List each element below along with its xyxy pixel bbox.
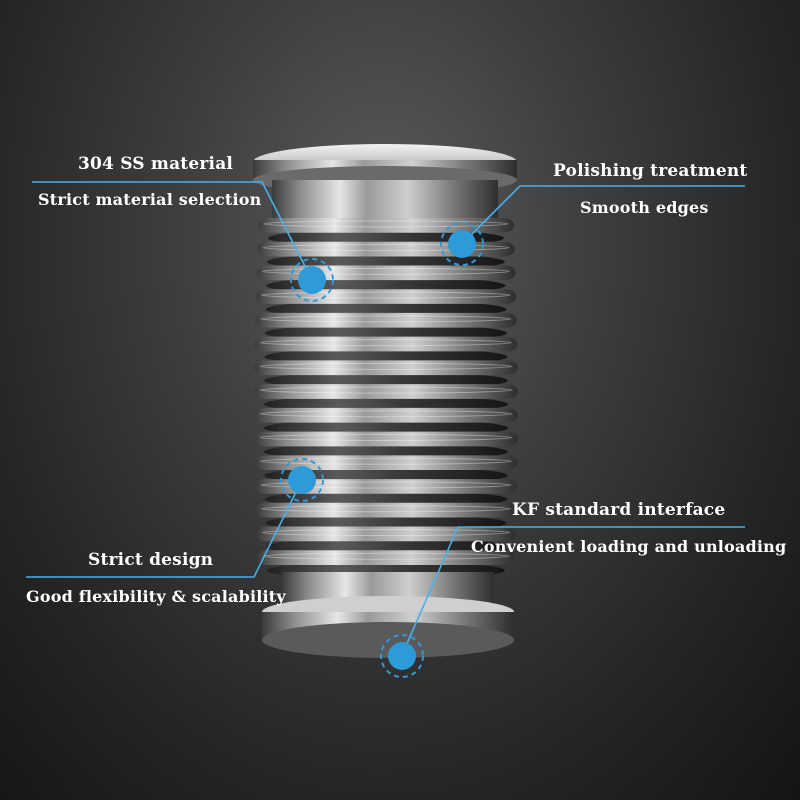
callout-subtitle-material: Strict material selection bbox=[38, 190, 262, 209]
hotspot-dot-icon bbox=[290, 258, 334, 302]
callout-line-interface bbox=[401, 526, 745, 656]
callout-title-interface: KF standard interface bbox=[512, 500, 726, 520]
hotspot-dot-icon bbox=[380, 634, 424, 678]
callout-title-polishing: Polishing treatment bbox=[553, 161, 748, 181]
callout-line-polishing bbox=[461, 185, 745, 245]
top-neck bbox=[272, 180, 498, 220]
callout-subtitle-polishing: Smooth edges bbox=[580, 198, 709, 217]
callout-title-design: Strict design bbox=[88, 550, 214, 570]
callout-title-material: 304 SS material bbox=[78, 154, 234, 174]
hotspot-dot-icon bbox=[280, 458, 324, 502]
callout-subtitle-interface: Convenient loading and unloading bbox=[471, 537, 787, 556]
callout-subtitle-design: Good flexibility & scalability bbox=[26, 587, 286, 606]
callout-line-design bbox=[26, 479, 303, 578]
hotspot-dot-icon bbox=[440, 222, 484, 266]
callout-line-material bbox=[32, 181, 313, 281]
